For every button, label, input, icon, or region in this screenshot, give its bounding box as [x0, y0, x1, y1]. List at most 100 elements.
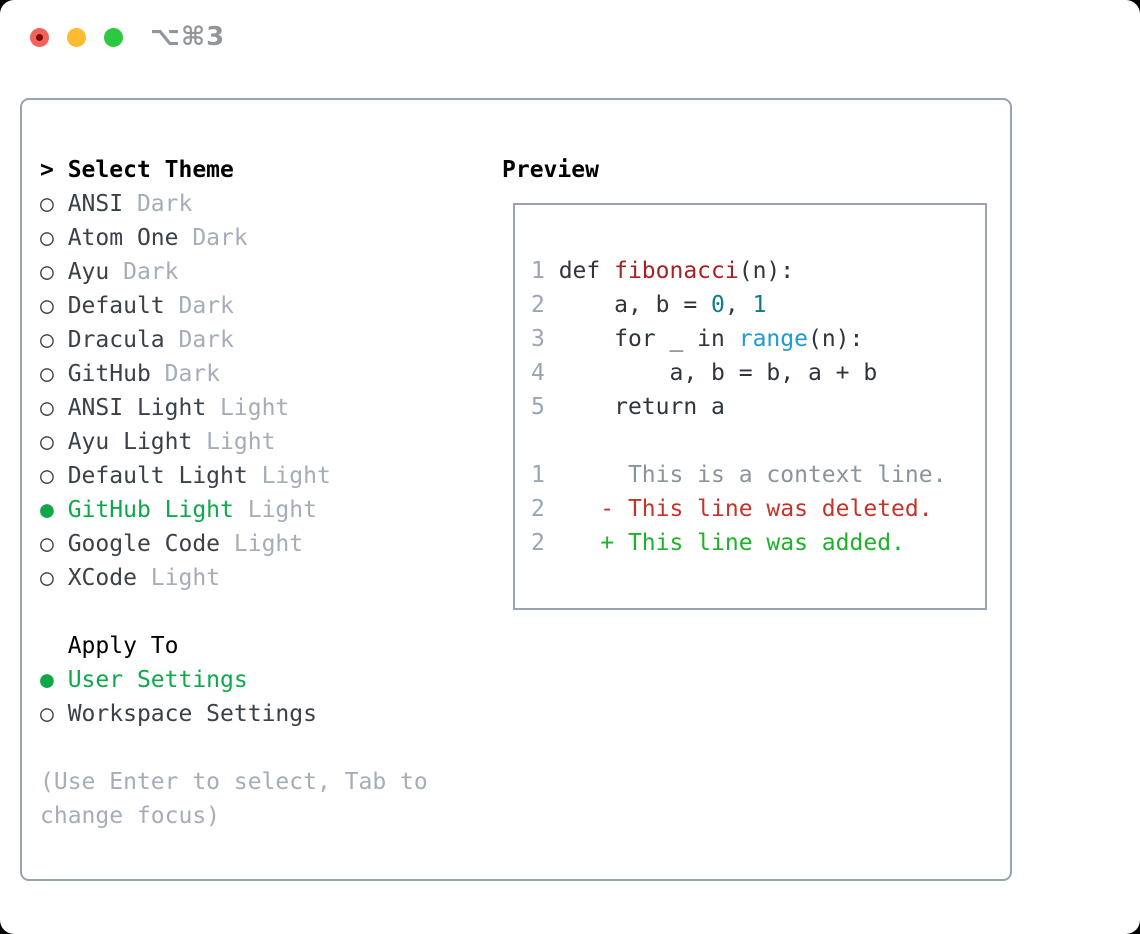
- radio-unselected-icon: ○: [40, 463, 68, 489]
- radio-unselected-icon: ○: [40, 565, 68, 591]
- radio-selected-icon: ●: [40, 667, 68, 693]
- code-segment-number: 0: [711, 292, 725, 318]
- code-segment-deleted: - This line was deleted.: [558, 496, 933, 522]
- apply-option-user-settings[interactable]: ● User Settings: [40, 663, 428, 697]
- theme-name: GitHub Light: [67, 497, 234, 523]
- code-segment-code: ,: [724, 292, 753, 318]
- code-line: 4 a, b = b, a + b: [531, 356, 946, 390]
- select-theme-header: > Select Theme: [40, 153, 428, 187]
- code-segment-code: (n):: [738, 258, 795, 284]
- code-segment-code: (n):: [807, 326, 864, 352]
- theme-list: ○ ANSI Dark○ Atom One Dark○ Ayu Dark○ De…: [40, 187, 428, 595]
- theme-variant: Dark: [164, 327, 234, 353]
- code-segment-code: def: [558, 258, 615, 284]
- zoom-button[interactable]: [104, 28, 123, 47]
- radio-unselected-icon: ○: [40, 259, 68, 285]
- theme-name: ANSI: [67, 191, 124, 217]
- line-number: 2: [531, 292, 559, 318]
- radio-unselected-icon: ○: [40, 327, 68, 353]
- close-button[interactable]: [30, 28, 49, 47]
- line-number: 1: [531, 258, 559, 284]
- code-segment-number: 1: [752, 292, 767, 318]
- titlebar: ⌥⌘3: [0, 0, 1140, 74]
- theme-option-ansi-dark[interactable]: ○ ANSI Dark: [40, 187, 428, 221]
- theme-variant: Dark: [150, 361, 221, 387]
- line-number: 5: [531, 394, 559, 420]
- theme-option-ansi-light-light[interactable]: ○ ANSI Light Light: [40, 391, 428, 425]
- line-number: 4: [531, 360, 559, 386]
- theme-selector-column: > Select Theme ○ ANSI Dark○ Atom One Dar…: [40, 153, 428, 833]
- code-segment-added: + This line was added.: [558, 530, 905, 556]
- code-line: 2 a, b = 0, 1: [531, 288, 946, 322]
- theme-variant: Light: [192, 429, 276, 455]
- theme-option-default-light-light[interactable]: ○ Default Light Light: [40, 459, 428, 493]
- theme-variant: Light: [220, 531, 304, 557]
- line-number: 2: [531, 530, 559, 556]
- radio-unselected-icon: ○: [40, 429, 68, 455]
- apply-to-label: Apply To: [40, 629, 428, 663]
- code-segment-code: for _ in: [558, 326, 739, 352]
- code-line: 5 return a: [531, 390, 946, 424]
- theme-name: Google Code: [67, 531, 221, 557]
- theme-name: ANSI Light: [67, 395, 207, 421]
- theme-variant: Dark: [178, 225, 248, 251]
- theme-option-dracula-dark[interactable]: ○ Dracula Dark: [40, 323, 428, 357]
- radio-unselected-icon: ○: [40, 361, 68, 387]
- theme-settings-panel: > Select Theme ○ ANSI Dark○ Atom One Dar…: [20, 98, 1012, 881]
- code-segment-function: fibonacci: [614, 258, 739, 284]
- help-text-line-2: change focus): [40, 803, 221, 829]
- theme-variant: Light: [136, 565, 221, 591]
- radio-unselected-icon: ○: [40, 531, 68, 557]
- radio-unselected-icon: ○: [40, 293, 68, 319]
- theme-option-ayu-light-light[interactable]: ○ Ayu Light Light: [40, 425, 428, 459]
- preview-title: Preview: [502, 157, 599, 183]
- theme-name: Ayu Light: [67, 429, 193, 455]
- spacer: [40, 731, 428, 765]
- apply-option-label: Workspace Settings: [67, 701, 317, 727]
- spacer: [40, 595, 428, 629]
- theme-option-github-dark[interactable]: ○ GitHub Dark: [40, 357, 428, 391]
- code-segment-code: return a: [558, 394, 725, 420]
- code-line: 1 This is a context line.: [531, 458, 946, 492]
- theme-name: Dracula: [67, 327, 165, 353]
- radio-unselected-icon: ○: [40, 191, 68, 217]
- theme-option-github-light-light[interactable]: ● GitHub Light Light: [40, 493, 428, 527]
- minimize-button[interactable]: [67, 28, 86, 47]
- theme-name: Default Light: [67, 463, 248, 489]
- code-segment-code: a, b =: [558, 292, 712, 318]
- apply-option-workspace-settings[interactable]: ○ Workspace Settings: [40, 697, 428, 731]
- close-dot-icon: [36, 34, 43, 41]
- code-segment-context: This is a context line.: [558, 462, 947, 488]
- radio-unselected-icon: ○: [40, 225, 68, 251]
- code-segment-builtin: range: [738, 326, 808, 352]
- theme-option-default-dark[interactable]: ○ Default Dark: [40, 289, 428, 323]
- line-number: 1: [531, 462, 559, 488]
- window-shortcut-label: ⌥⌘3: [150, 22, 226, 52]
- theme-name: Ayu: [67, 259, 110, 285]
- line-number: 3: [531, 326, 559, 352]
- theme-option-ayu-dark[interactable]: ○ Ayu Dark: [40, 255, 428, 289]
- theme-option-xcode-light[interactable]: ○ XCode Light: [40, 561, 428, 595]
- radio-selected-icon: ●: [40, 497, 68, 523]
- theme-variant: Dark: [123, 191, 193, 217]
- code-blank-line: [531, 424, 946, 458]
- theme-option-google-code-light[interactable]: ○ Google Code Light: [40, 527, 428, 561]
- theme-name: Default: [67, 293, 165, 319]
- code-line: 2 - This line was deleted.: [531, 492, 946, 526]
- theme-variant: Light: [206, 395, 290, 421]
- select-theme-header-label: Select Theme: [67, 157, 234, 183]
- theme-option-atom-one-dark[interactable]: ○ Atom One Dark: [40, 221, 428, 255]
- apply-to-indent: [40, 633, 68, 659]
- code-line: 2 + This line was added.: [531, 526, 946, 560]
- help-text-line-1: (Use Enter to select, Tab to: [40, 769, 428, 795]
- theme-variant: Light: [233, 497, 317, 523]
- theme-name: GitHub: [67, 361, 151, 387]
- apply-option-label: User Settings: [67, 667, 248, 693]
- theme-variant: Dark: [109, 259, 179, 285]
- theme-variant: Dark: [164, 293, 234, 319]
- code-segment-code: a, b = b, a + b: [558, 360, 878, 386]
- focus-caret-icon: >: [40, 157, 68, 183]
- apply-to-list: ● User Settings○ Workspace Settings: [40, 663, 428, 731]
